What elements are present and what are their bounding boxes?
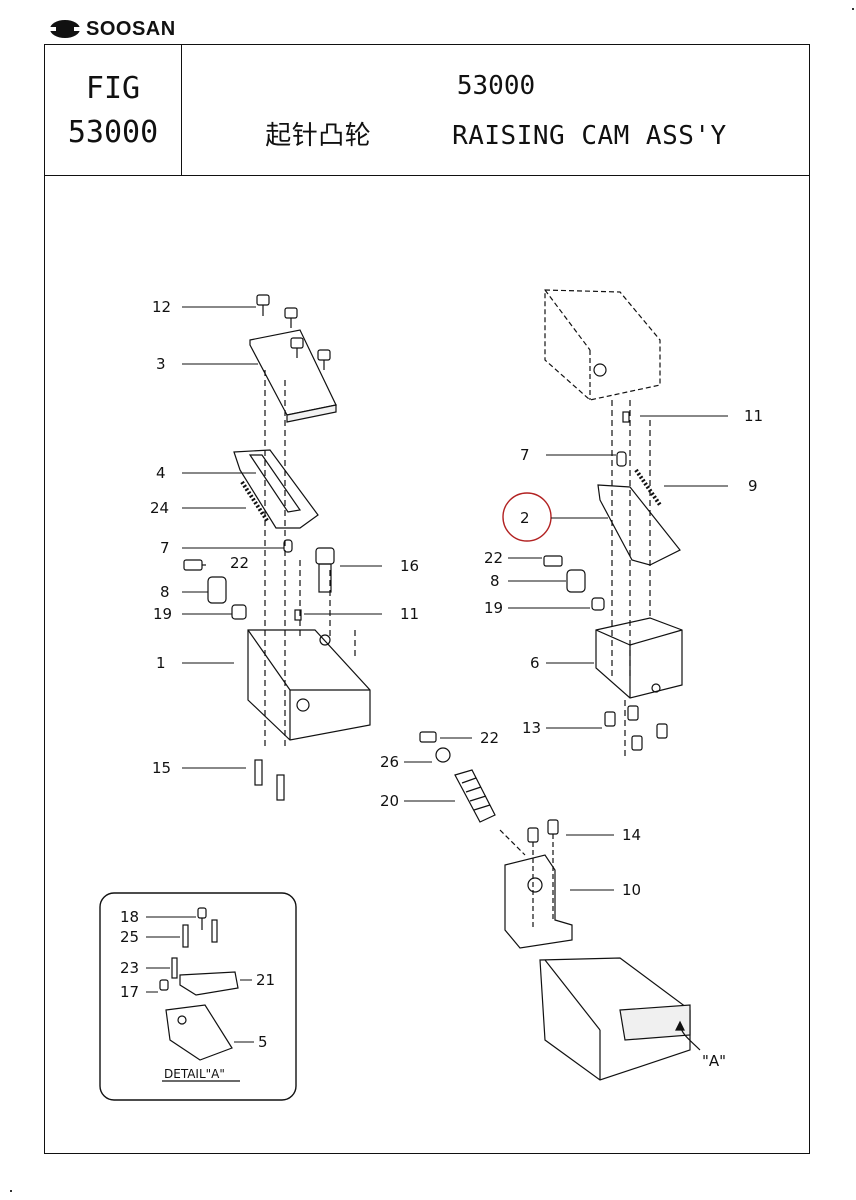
leader-lines: [146, 306, 728, 1043]
pin-15b: [276, 774, 285, 801]
header-divider-horizontal: [45, 175, 809, 176]
callout-15: 15: [152, 759, 171, 777]
fitting-22-right: [543, 555, 563, 567]
callout-24: 24: [150, 499, 169, 517]
callout-7-right: 7: [520, 446, 530, 464]
nut-19: [231, 604, 247, 620]
detail-callout-5: 5: [258, 1033, 268, 1051]
callout-19-right: 19: [484, 599, 503, 617]
title-chinese: 起针凸轮: [265, 121, 372, 151]
callout-13: 13: [522, 719, 541, 737]
assembly-title: 起针凸轮 RAISING CAM ASS'Y: [181, 115, 811, 152]
pin-7: [283, 539, 293, 553]
callout-11-left: 11: [400, 605, 419, 623]
detail-callout-17: 17: [120, 983, 139, 1001]
brand-name: SOOSAN: [86, 17, 176, 40]
soosan-logo-icon: [48, 20, 82, 38]
alignment-lines-right: [611, 400, 651, 760]
callout-10: 10: [622, 881, 641, 899]
callout-26: 26: [380, 753, 399, 771]
nozzle-8: [207, 576, 227, 604]
cam-slider-4: [233, 449, 319, 529]
callout-7-left: 7: [160, 539, 170, 557]
nozzle-20: [454, 769, 496, 823]
plate-3: [249, 329, 337, 416]
bolt-16: [315, 547, 335, 593]
callout-20: 20: [380, 792, 399, 810]
block-6: [595, 617, 683, 699]
screw-12: [256, 294, 331, 370]
fig-label: FIG: [85, 71, 141, 106]
callout-2: 2: [520, 509, 530, 527]
fitting-22: [183, 559, 206, 571]
callout-detail-a: "A": [702, 1052, 726, 1070]
detail-callout-18: 18: [120, 908, 139, 926]
pin-11-left: [294, 609, 302, 621]
nut-26: [435, 747, 451, 763]
callout-1: 1: [156, 654, 166, 672]
callout-14: 14: [622, 826, 641, 844]
fitting-22-center: [419, 731, 437, 743]
callout-8-right: 8: [490, 572, 500, 590]
callout-3: 3: [156, 355, 166, 373]
pin-11-right: [622, 411, 630, 423]
cam-block-1: [247, 629, 371, 741]
alignment-lines-left: [264, 370, 356, 750]
fig-number: 53000: [67, 115, 159, 150]
callout-22-right: 22: [484, 549, 503, 567]
cam-slider-2: [597, 484, 681, 566]
detail-caption: DETAIL"A": [164, 1067, 225, 1081]
brand-logo: SOOSAN: [48, 16, 176, 42]
detail-block-5: [165, 1004, 233, 1061]
detail-a-box: [99, 892, 297, 1101]
callout-16: 16: [400, 557, 419, 575]
callout-12: 12: [152, 298, 171, 316]
frame-hole: [593, 363, 607, 377]
callout-11-right: 11: [744, 407, 763, 425]
part-number: 53000: [456, 71, 536, 101]
highlight-circle: [502, 492, 552, 542]
title-english: RAISING CAM ASS'Y: [452, 121, 727, 151]
callout-4: 4: [156, 464, 166, 482]
callout-22-left: 22: [230, 554, 249, 572]
corner-mark: [852, 8, 854, 10]
nut-19-right: [591, 597, 605, 611]
right-assembly: [502, 289, 683, 760]
corner-mark: [10, 1190, 12, 1192]
center-lower-assembly: [419, 731, 701, 1081]
spring-9: [634, 468, 662, 507]
detail-cam-21: [179, 971, 239, 996]
callout-9: 9: [748, 477, 758, 495]
drawing-frame: FIG 53000 53000 起针凸轮 RAISING CAM ASS'Y: [44, 44, 810, 1154]
callout-6: 6: [530, 654, 540, 672]
spring-24: [240, 480, 270, 524]
callout-8-left: 8: [160, 583, 170, 601]
header-divider-vertical: [181, 45, 182, 175]
detail-callout-25: 25: [120, 928, 139, 946]
detail-callout-23: 23: [120, 959, 139, 977]
pin-7-right: [616, 451, 627, 467]
machine-frame-phantom: [544, 289, 661, 401]
screws-13: [604, 705, 668, 751]
machine-base-phantom: [539, 957, 691, 1081]
callout-19-left: 19: [153, 605, 172, 623]
callout-22-center: 22: [480, 729, 499, 747]
detail-callout-21: 21: [256, 971, 275, 989]
left-assembly: [183, 294, 371, 801]
bracket-10: [504, 854, 573, 949]
pin-15a: [254, 759, 263, 786]
nozzle-8-right: [566, 569, 586, 593]
